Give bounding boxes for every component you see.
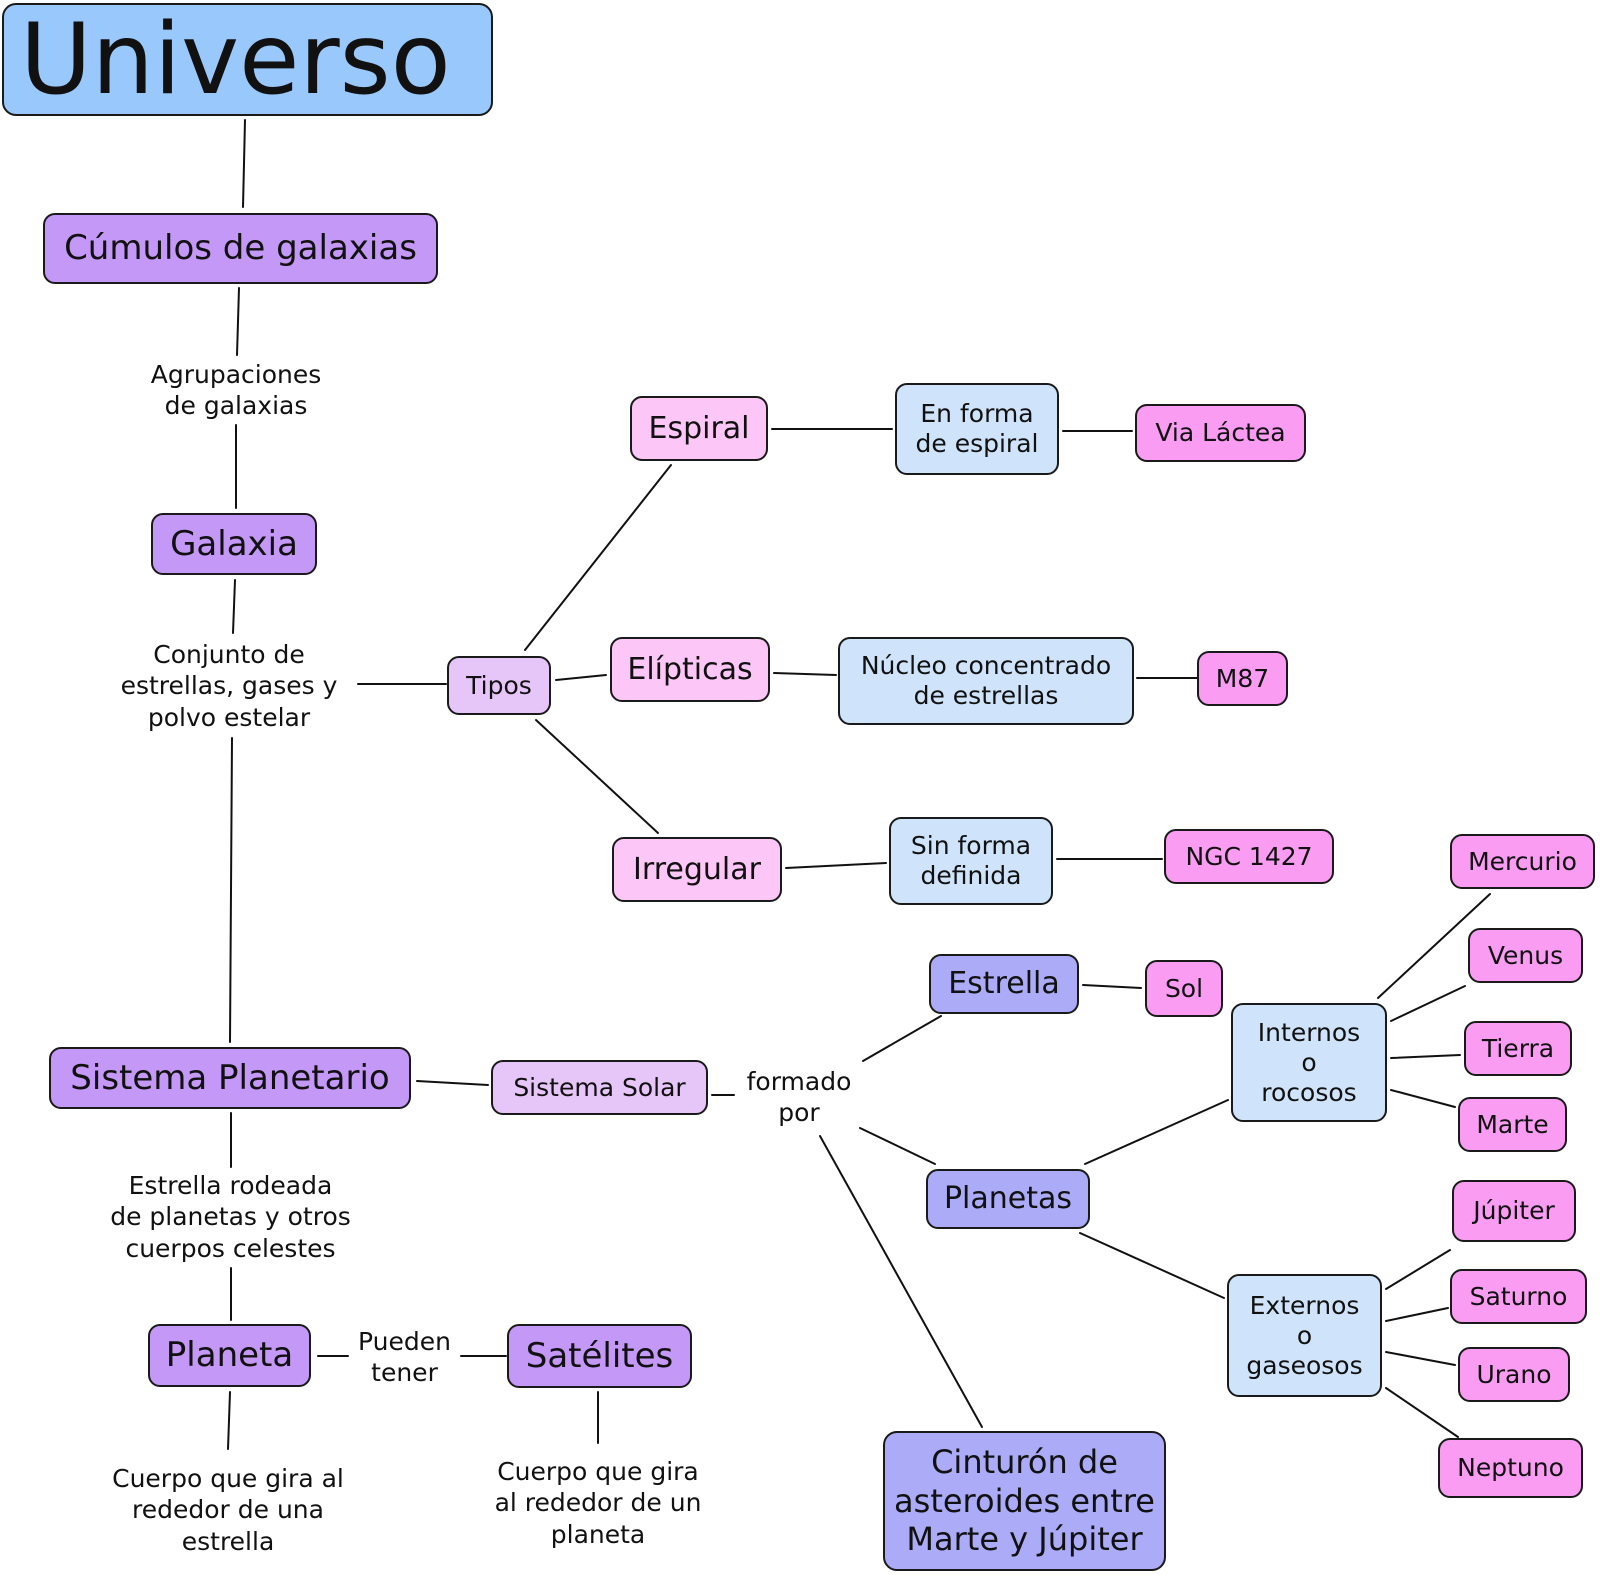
connector: [1390, 1054, 1461, 1059]
node-ngc-1427: NGC 1427: [1164, 829, 1334, 884]
node-neptuno: Neptuno: [1438, 1438, 1583, 1498]
node-planetas: Planetas: [926, 1169, 1090, 1229]
node-venus: Venus: [1468, 928, 1583, 983]
connector: [773, 672, 837, 676]
label-estrella-rodeada: Estrella rodeada de planetas y otros cue…: [110, 1171, 351, 1263]
node-tierra: Tierra: [1464, 1021, 1572, 1076]
node-urano: Urano: [1458, 1347, 1570, 1402]
label-cuerpo-gira-planeta: Cuerpo que gira al rededor de un planeta: [494, 1457, 702, 1549]
connector: [229, 737, 233, 1043]
connector: [227, 1391, 231, 1450]
node-tipos: Tipos: [447, 656, 551, 715]
connector: [416, 1080, 489, 1086]
connector: [242, 119, 246, 208]
node-sol: Sol: [1145, 960, 1223, 1017]
connector: [1385, 1307, 1449, 1322]
node-estrella: Estrella: [929, 954, 1079, 1014]
connector: [232, 579, 236, 634]
node-satelites: Satélites: [507, 1324, 692, 1388]
connector: [819, 1135, 983, 1428]
connector: [785, 862, 887, 869]
node-galaxia: Galaxia: [151, 513, 317, 575]
connector: [1385, 1249, 1451, 1290]
node-en-forma-de-espiral: En forma de espiral: [895, 383, 1059, 475]
label-agrupaciones-de-galaxias: Agrupaciones de galaxias: [150, 359, 322, 420]
node-marte: Marte: [1458, 1097, 1567, 1152]
connector: [535, 719, 659, 834]
connector: [555, 674, 607, 681]
node-nucleo-concentrado: Núcleo concentrado de estrellas: [838, 637, 1134, 725]
node-mercurio: Mercurio: [1450, 834, 1595, 889]
node-irregular: Irregular: [612, 837, 782, 902]
label-pueden-tener: Pueden tener: [358, 1326, 451, 1387]
connector: [524, 464, 672, 651]
connector: [1385, 1387, 1459, 1438]
label-conjunto-de-estrellas: Conjunto de estrellas, gases y polvo est…: [120, 640, 338, 732]
node-jupiter: Júpiter: [1452, 1180, 1576, 1242]
connector: [1377, 893, 1491, 999]
node-externos-gaseosos: Externos o gaseosos: [1227, 1274, 1382, 1397]
connector: [1082, 984, 1142, 989]
node-sin-forma-definida: Sin forma definida: [889, 817, 1053, 905]
node-saturno: Saturno: [1450, 1269, 1587, 1324]
connector: [236, 287, 240, 356]
connector: [1385, 1351, 1456, 1366]
label-formado-por: formado por: [746, 1066, 852, 1127]
title-node-universo: Universo: [2, 3, 493, 116]
node-espiral: Espiral: [630, 396, 768, 461]
connector: [1390, 1089, 1456, 1108]
connector: [862, 1015, 942, 1062]
node-sistema-planetario: Sistema Planetario: [49, 1047, 411, 1109]
node-planeta: Planeta: [148, 1324, 311, 1387]
node-via-lactea: Via Láctea: [1135, 404, 1306, 462]
node-cumulos-de-galaxias: Cúmulos de galaxias: [43, 213, 438, 284]
node-m87: M87: [1197, 651, 1288, 706]
connector: [859, 1127, 936, 1165]
label-cuerpo-gira-estrella: Cuerpo que gira al rededor de una estrel…: [112, 1464, 344, 1556]
node-cinturon-de-asteroides: Cinturón de asteroides entre Marte y Júp…: [883, 1431, 1166, 1571]
connector: [1079, 1232, 1225, 1299]
connector: [1390, 985, 1466, 1022]
title-text: Universo: [20, 2, 451, 117]
node-elipticas: Elípticas: [610, 637, 770, 702]
node-sistema-solar: Sistema Solar: [491, 1060, 708, 1115]
connector: [1084, 1099, 1229, 1165]
node-internos-rocosos: Internos o rocosos: [1231, 1003, 1387, 1122]
